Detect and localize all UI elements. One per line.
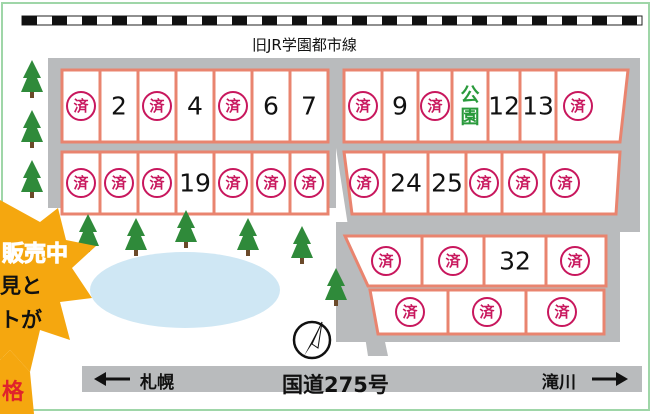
sold-mark: 済 — [420, 91, 450, 121]
sold-mark: 済 — [472, 297, 502, 327]
lot-number: 13 — [522, 91, 554, 121]
lot-number: 12 — [488, 91, 520, 121]
lot-dividers — [98, 70, 558, 334]
sold-mark: 済 — [66, 168, 96, 198]
lot-number: 6 — [263, 91, 279, 121]
sold-mark: 済 — [550, 168, 580, 198]
lot-number: 19 — [179, 168, 211, 198]
tree-icon — [237, 218, 259, 256]
sold-mark: 済 — [371, 246, 401, 276]
banner-line-4: 格 — [2, 380, 25, 405]
sold-mark: 済 — [142, 168, 172, 198]
old-railway-line — [21, 15, 643, 26]
road-name-label: 国道275号 — [282, 373, 389, 397]
promo-starburst — [0, 200, 96, 414]
national-route-275 — [82, 366, 642, 392]
sold-mark: 済 — [294, 168, 324, 198]
sold-mark: 済 — [348, 91, 378, 121]
tree-icon — [21, 110, 43, 148]
lot-block-row1-left — [60, 68, 330, 144]
sold-mark: 済 — [547, 297, 577, 327]
tree-icon — [21, 160, 43, 198]
sold-mark: 済 — [395, 297, 425, 327]
banner-line-3: トが — [0, 308, 42, 332]
lot-number: 2 — [111, 91, 127, 121]
takikawa-direction-label: 滝川 — [542, 373, 576, 393]
pond — [90, 252, 280, 328]
lot-block-row3 — [342, 234, 608, 288]
sold-mark: 済 — [469, 168, 499, 198]
sold-mark: 済 — [563, 91, 593, 121]
banner-on-sale: 販売中 — [1, 242, 69, 268]
sold-mark: 済 — [349, 168, 379, 198]
lot-number: 25 — [431, 168, 463, 198]
tree-icon — [125, 218, 147, 256]
sold-mark: 済 — [66, 91, 96, 121]
sold-mark: 済 — [104, 168, 134, 198]
right-arrow-icon — [592, 372, 628, 386]
sold-mark: 済 — [218, 91, 248, 121]
left-arrow-icon — [94, 372, 130, 386]
sapporo-direction-label: 札幌 — [140, 373, 174, 393]
sold-mark: 済 — [560, 246, 590, 276]
tree-icon — [175, 210, 197, 248]
trees — [21, 60, 347, 306]
tree-icon — [325, 268, 347, 306]
tree-icon — [21, 60, 43, 98]
lot-number: 7 — [301, 91, 317, 121]
lot-number: 32 — [499, 246, 531, 276]
compass-icon — [292, 320, 332, 360]
park-label: 公園 — [460, 84, 480, 128]
sold-mark: 済 — [256, 168, 286, 198]
sold-mark: 済 — [142, 91, 172, 121]
tree-icon — [291, 226, 313, 264]
banner-line-2: 見と — [0, 274, 42, 298]
rail-line-label: 旧JR学園都市線 — [252, 36, 357, 54]
lot-number: 24 — [390, 168, 422, 198]
lot-number: 4 — [187, 91, 203, 121]
sold-mark: 済 — [218, 168, 248, 198]
sold-mark: 済 — [508, 168, 538, 198]
lot-number: 9 — [392, 91, 408, 121]
sold-mark: 済 — [438, 246, 468, 276]
